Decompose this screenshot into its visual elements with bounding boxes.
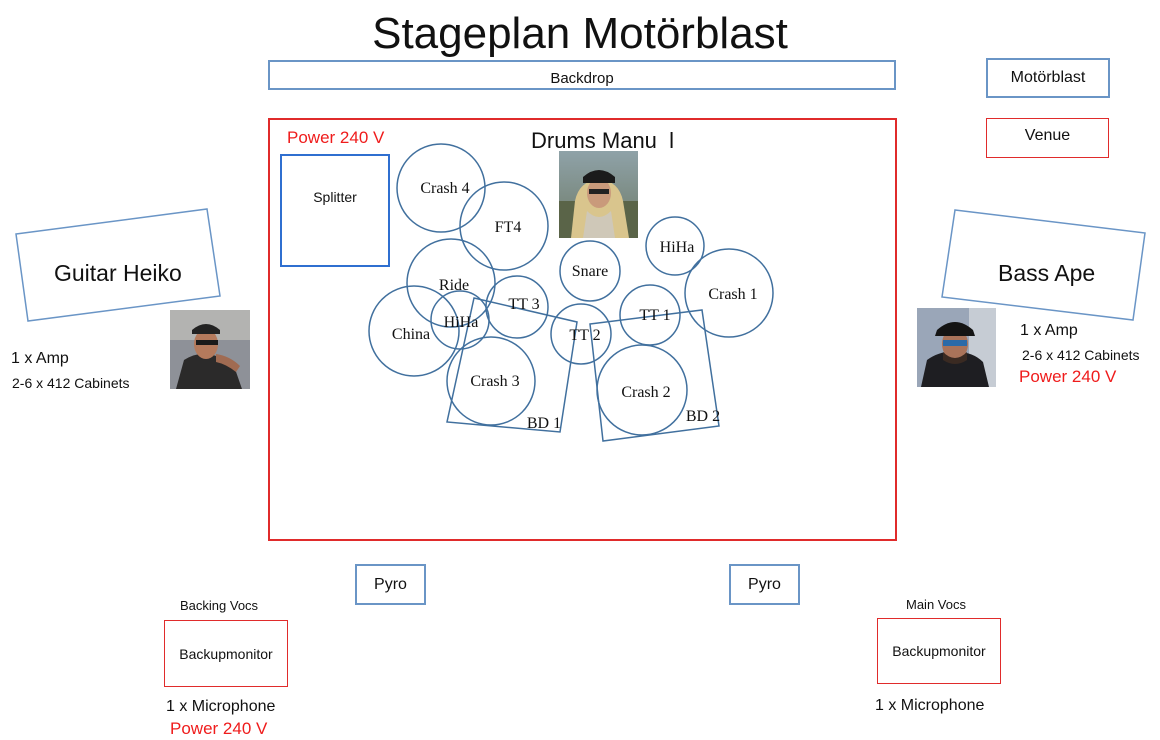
band-legend-label: Motörblast [1010, 69, 1086, 86]
pyro-left-label: Pyro [374, 575, 407, 593]
main-mic-label: 1 x Microphone [875, 697, 985, 714]
tom-3-drum [485, 275, 549, 339]
guitar-label: Guitar Heiko [54, 260, 182, 286]
drummer-photo [559, 151, 638, 238]
venue-legend-label: Venue [1024, 127, 1071, 144]
bass-power-label: Power 240 V [1019, 367, 1117, 386]
crash-1-label: Crash 1 [708, 286, 757, 303]
guitarist-photo [170, 310, 250, 389]
tt3-label: TT 3 [508, 296, 539, 313]
stage-area [268, 118, 897, 541]
main-monitor-label: Backupmonitor [892, 643, 986, 659]
guitar-box-outline [15, 208, 221, 322]
backing-mic-label: 1 x Microphone [166, 698, 276, 715]
china-label: China [392, 326, 430, 343]
snare-drum [559, 240, 621, 302]
guitar-amp-label: 1 x Amp [11, 350, 69, 367]
bd1-label: BD 1 [527, 415, 561, 432]
crash-3-label: Crash 3 [470, 373, 519, 390]
hiha-right-label: HiHa [660, 239, 695, 256]
bassist-photo [917, 308, 996, 387]
tt1-label: TT 1 [639, 307, 670, 324]
main-monitor-box: Backupmonitor [877, 618, 1001, 684]
tt2-label: TT 2 [569, 327, 600, 344]
bass-drum-1-shape [446, 297, 578, 433]
ride-label: Ride [439, 277, 469, 294]
tom-2-drum [550, 303, 612, 365]
stage-power-label: Power 240 V [287, 128, 385, 147]
page-title: Stageplan Motörblast [372, 9, 788, 58]
ft4-label: FT4 [495, 219, 522, 236]
ride-cymbal [406, 238, 496, 328]
main-vocs-caption: Main Vocs [906, 597, 966, 612]
hihat-right-cymbal [645, 216, 705, 276]
bass-cabinets-label: 2-6 x 412 Cabinets [1022, 347, 1140, 363]
backing-vocs-caption: Backing Vocs [180, 598, 259, 613]
snare-label: Snare [572, 263, 608, 280]
bd2-label: BD 2 [686, 408, 720, 425]
backdrop-label: Backdrop [550, 69, 614, 87]
drums-label: Drums Manu l [531, 128, 675, 153]
pyro-right-box: Pyro [729, 564, 800, 605]
guitar-cabinets-label: 2-6 x 412 Cabinets [12, 375, 130, 391]
hiha-left-label: HiHa [444, 314, 479, 331]
bass-box-outline [941, 209, 1146, 321]
backing-monitor-box: Backupmonitor [164, 620, 288, 687]
crash-3-cymbal [446, 336, 536, 426]
floor-tom-4-drum [459, 181, 549, 271]
crash-4-cymbal [396, 143, 486, 233]
crash-4-label: Crash 4 [420, 180, 469, 197]
splitter-box: Splitter [280, 154, 390, 267]
pyro-right-label: Pyro [748, 575, 781, 593]
band-legend-box: Motörblast [986, 58, 1110, 98]
china-cymbal [368, 285, 460, 377]
venue-legend-box: Venue [986, 118, 1109, 158]
backdrop-box: Backdrop [268, 60, 896, 90]
crash-2-cymbal [596, 344, 688, 436]
splitter-label: Splitter [313, 188, 357, 205]
crash-2-label: Crash 2 [621, 384, 670, 401]
backing-monitor-label: Backupmonitor [179, 645, 273, 662]
backing-power-label: Power 240 V [170, 719, 268, 738]
bass-amp-label: 1 x Amp [1020, 322, 1078, 339]
crash-1-cymbal [684, 248, 774, 338]
bass-label: Bass Ape [998, 260, 1096, 286]
pyro-left-box: Pyro [355, 564, 426, 605]
